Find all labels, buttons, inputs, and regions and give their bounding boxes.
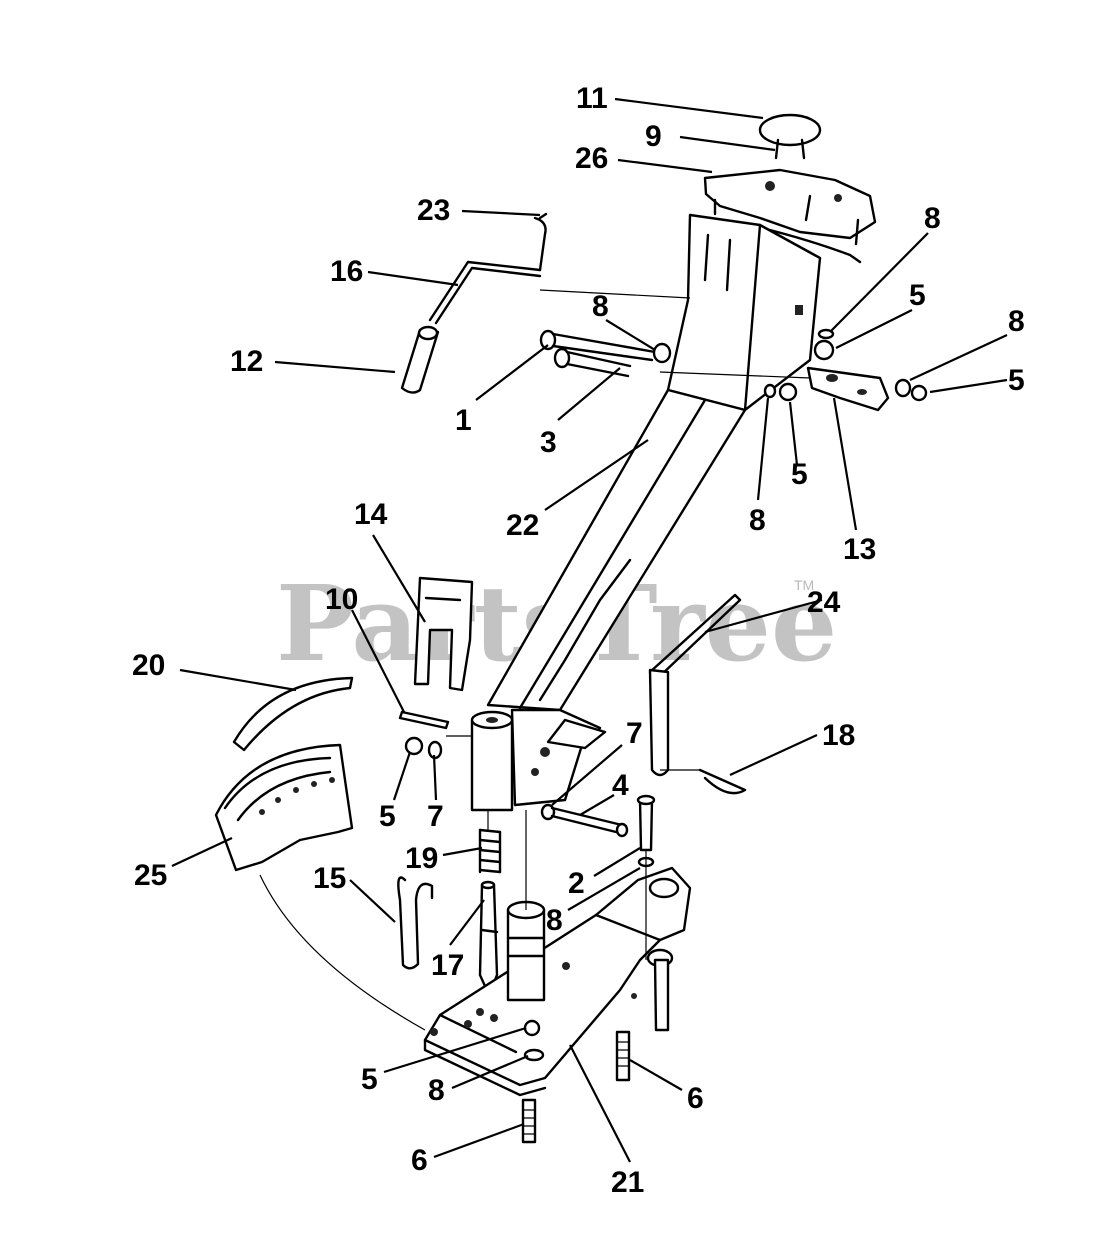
callout-11: 11 xyxy=(576,82,608,115)
part-bolt-vertical xyxy=(636,794,656,852)
callout-21: 21 xyxy=(611,1166,644,1199)
part-stud-left xyxy=(521,1098,537,1144)
part-nut xyxy=(778,382,798,402)
callout-24: 24 xyxy=(807,586,841,619)
callout-16: 16 xyxy=(330,255,363,288)
callout-1: 1 xyxy=(455,404,472,437)
callout-17: 17 xyxy=(431,949,464,982)
callout-6: 6 xyxy=(687,1082,704,1115)
part-grip xyxy=(400,325,440,394)
callout-13: 13 xyxy=(843,533,876,566)
part-bolt-short xyxy=(553,347,632,378)
part-spring-clip xyxy=(397,876,434,970)
part-washer xyxy=(894,378,912,398)
part-washer xyxy=(763,383,777,399)
callout-5: 5 xyxy=(1008,364,1025,397)
callout-5: 5 xyxy=(379,800,396,833)
part-base-plate xyxy=(423,866,692,1097)
callout-3: 3 xyxy=(540,426,557,459)
part-shield xyxy=(232,676,354,752)
part-bolt-short-4 xyxy=(540,803,629,838)
callout-5: 5 xyxy=(909,279,926,312)
part-handle-tube xyxy=(486,388,747,807)
part-clip xyxy=(533,212,548,272)
callout-23: 23 xyxy=(417,194,450,227)
callout-2: 2 xyxy=(568,867,585,900)
part-bracket xyxy=(806,366,890,412)
callout-12: 12 xyxy=(230,345,263,378)
callout-9: 9 xyxy=(645,120,662,153)
callout-26: 26 xyxy=(575,142,608,175)
part-nut xyxy=(910,384,928,402)
callout-6: 6 xyxy=(411,1144,428,1177)
callout-19: 19 xyxy=(405,842,438,875)
callouts: 11 9 26 23 8 16 5 8 8 12 5 1 3 5 22 8 13… xyxy=(132,82,1025,1199)
callout-20: 20 xyxy=(132,649,165,682)
callout-5: 5 xyxy=(791,458,808,491)
callout-8: 8 xyxy=(924,202,941,235)
callout-18: 18 xyxy=(822,719,855,752)
part-rod xyxy=(428,260,542,325)
callout-8: 8 xyxy=(749,504,766,537)
callout-10: 10 xyxy=(325,583,358,616)
part-handle-tube-upper xyxy=(666,213,822,412)
part-bolt-long xyxy=(539,329,657,362)
part-quadrant xyxy=(214,743,354,872)
assembly-guides xyxy=(259,289,811,1031)
callout-14: 14 xyxy=(354,498,388,531)
part-cotter xyxy=(698,768,747,795)
part-clamp xyxy=(413,576,474,692)
callout-8: 8 xyxy=(1008,305,1025,338)
callout-7: 7 xyxy=(626,717,643,750)
part-knob xyxy=(758,113,822,160)
part-washer xyxy=(523,1048,545,1062)
callout-8: 8 xyxy=(546,904,563,937)
leader-lines xyxy=(171,97,1008,1163)
callout-8: 8 xyxy=(592,290,609,323)
callout-7: 7 xyxy=(427,800,444,833)
part-stud-right xyxy=(615,1030,631,1082)
part-nut xyxy=(523,1019,541,1037)
part-lever-pin xyxy=(648,593,742,777)
callout-5: 5 xyxy=(361,1063,378,1096)
part-nut xyxy=(404,736,424,756)
part-nut xyxy=(813,339,835,361)
callout-22: 22 xyxy=(506,509,539,542)
part-spring xyxy=(478,828,502,874)
part-base-post xyxy=(506,900,546,1002)
part-plunger xyxy=(478,880,499,997)
part-washer xyxy=(817,328,835,340)
part-pivot-cylinder xyxy=(470,710,514,812)
part-pin xyxy=(398,710,450,730)
watermark-trademark: TM xyxy=(794,577,814,593)
callout-25: 25 xyxy=(134,859,167,892)
callout-8: 8 xyxy=(428,1074,445,1107)
callout-15: 15 xyxy=(313,862,346,895)
callout-4: 4 xyxy=(612,769,629,802)
part-washer xyxy=(652,342,672,364)
